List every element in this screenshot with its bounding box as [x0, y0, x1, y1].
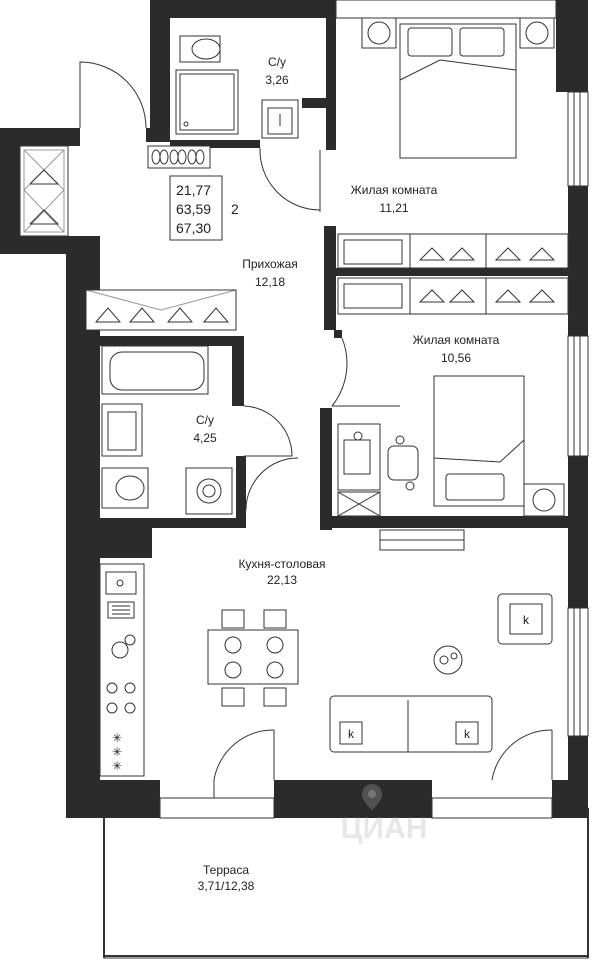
shower-icon — [175, 69, 239, 135]
room-labels: С/у 3,26 Жилая комната 11,21 Прихожая 12… — [193, 55, 499, 893]
toilet-icon — [179, 35, 221, 63]
room-name-kitchen: Кухня-столовая — [238, 557, 325, 571]
svg-text:k: k — [523, 613, 530, 627]
coffee-table-icon — [433, 645, 463, 675]
room-name-bath-top: С/у — [268, 55, 286, 69]
bedroom2-wardrobe-icon — [337, 277, 569, 315]
armchair-icon: k — [497, 593, 553, 645]
room-area-bath-top: 3,26 — [265, 73, 289, 87]
svg-text:✳: ✳ — [112, 745, 122, 759]
svg-text:k: k — [464, 727, 471, 741]
apartment-summary: 21,77 63,59 67,30 2 — [169, 175, 239, 241]
room-name-bedroom-1: Жилая комната — [351, 183, 438, 197]
total-area-value: 63,59 — [176, 201, 211, 217]
doors — [79, 61, 553, 798]
svg-text:k: k — [348, 727, 355, 741]
room-area-kitchen: 22,13 — [267, 573, 297, 587]
room-name-terrace: Терраса — [203, 863, 249, 877]
sofa-icon: k k — [329, 695, 493, 753]
total-with-terrace-value: 67,30 — [176, 220, 211, 236]
room-area-hallway: 12,18 — [255, 275, 285, 289]
sink-icon — [261, 99, 299, 139]
room-area-terrace: 3,71/12,38 — [198, 879, 255, 893]
room-area-bath-mid: 4,25 — [193, 431, 217, 445]
room-area-bedroom-2: 10,56 — [441, 351, 471, 365]
svg-text:✳: ✳ — [112, 731, 122, 745]
hallway-wardrobe-icon — [85, 289, 237, 331]
living-area-value: 21,77 — [176, 182, 211, 198]
shoes-icon — [147, 145, 211, 169]
dining-table-icon — [207, 609, 299, 707]
desk-icon — [337, 423, 381, 517]
bed-icon — [433, 375, 565, 517]
room-name-bedroom-2: Жилая комната — [413, 333, 500, 347]
toilet-icon — [101, 467, 149, 509]
bed-icon — [361, 17, 555, 159]
room-name-bath-mid: С/у — [196, 413, 214, 427]
windows — [159, 0, 589, 819]
watermark-text: ЦИАН — [341, 812, 428, 845]
room-name-hallway: Прихожая — [242, 257, 298, 271]
chair-icon — [387, 435, 419, 491]
washing-machine-icon — [185, 467, 233, 515]
walls — [0, 0, 588, 818]
svg-text:✳: ✳ — [112, 759, 122, 773]
kitchen-counter-icon: ✳ ✳ ✳ — [99, 563, 145, 777]
rooms-count-value: 2 — [231, 201, 239, 217]
bathtub-icon — [101, 345, 209, 395]
furniture: ✳ ✳ ✳ k k — [19, 17, 569, 777]
wardrobe-icon — [19, 145, 69, 237]
watermark: ЦИАН — [341, 784, 428, 845]
room-area-bedroom-1: 11,21 — [379, 201, 408, 215]
bedroom1-wardrobe-icon — [337, 233, 569, 269]
sink-icon — [101, 403, 143, 457]
